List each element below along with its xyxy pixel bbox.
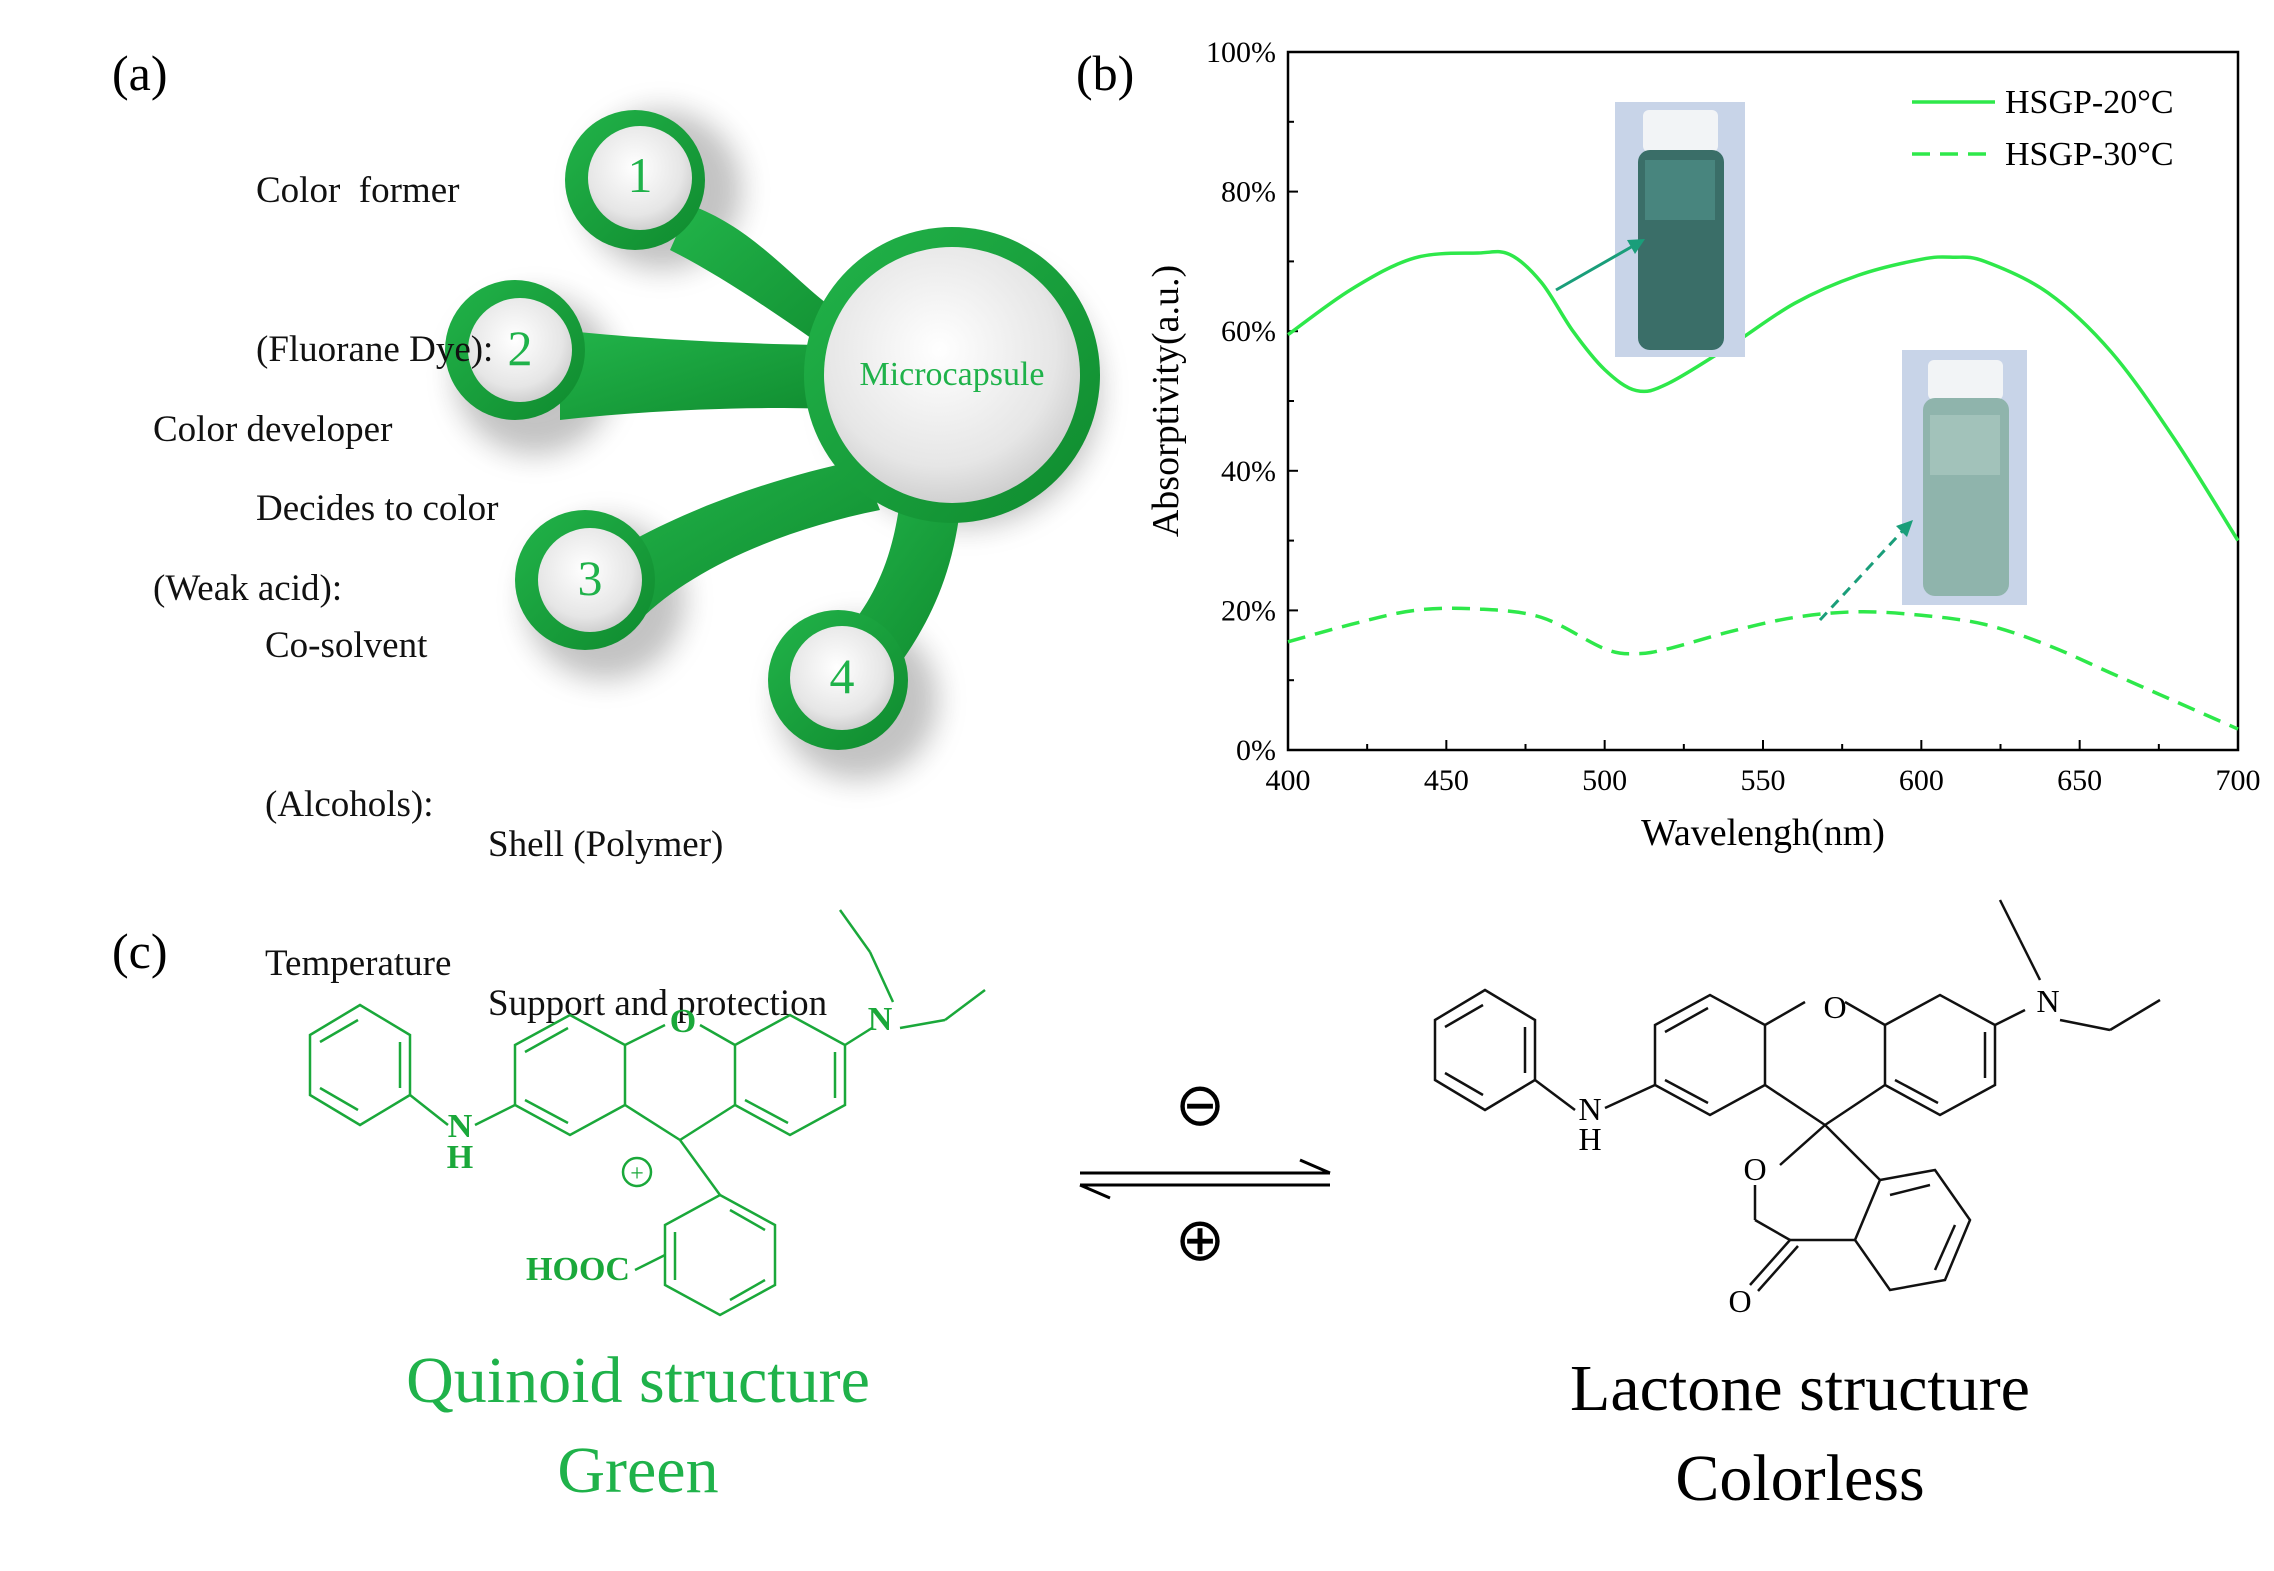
bubble-1-number: 1 [628,147,653,203]
vial-photo-30c [1902,350,2027,605]
y-tick-label: 20% [1221,594,1276,627]
panel-b-label: (b) [1076,45,1135,101]
quinoid-caption-line-1: Quinoid structure [406,1344,870,1417]
item-2-text: Color developer (Weak acid): [153,297,392,668]
vial-photo-20c [1615,102,1745,357]
quinoid-o-atom: O [670,1003,696,1040]
quinoid-cooh: HOOC [526,1251,630,1288]
panel-a-label: (a) [112,45,168,101]
y-tick-label: 60% [1221,315,1276,348]
bubble-4-number: 4 [830,648,855,704]
x-tick-label: 650 [2057,764,2102,797]
y-tick-label: 100% [1206,36,1276,69]
item-4-line-2: Support and protection [488,983,828,1024]
quinoid-caption-line-2: Green [557,1434,718,1507]
microcapsule-disc [824,247,1080,503]
lactone-o-atom: O [1823,989,1846,1025]
equilibrium-arrows [1079,1158,1331,1200]
lactone-caption-line-2: Colorless [1675,1442,1924,1515]
lactone-ring-o: O [1743,1151,1766,1187]
item-2-line-2: (Weak acid): [153,568,343,609]
absorptivity-chart: 400 450 500 550 600 650 700 0% 20% 40% 60% 80% 100% W… [1145,36,2261,854]
bubble-1-disc [588,126,692,230]
item-4-line-1: Shell (Polymer) [488,824,724,865]
panel-c-label: (c) [112,923,168,979]
x-tick-label: 700 [2216,764,2261,797]
item-1-line-1: Color former [256,170,460,211]
quinoid-n-atom: N [868,1001,893,1038]
item-4-text: Shell (Polymer) Support and protection [488,712,827,1083]
microcapsule-diagram: Microcapsule 1 2 3 4 [445,110,1100,780]
lactone-structure [1433,899,2161,1292]
series-line-1 [1286,249,2240,542]
x-tick-label: 600 [1899,764,1944,797]
legend-label-1: HSGP-20°C [2005,84,2174,121]
chart-legend: HSGP-20°C HSGP-30°C [1912,84,2174,173]
item-2-line-1: Color developer [153,409,393,450]
microcapsule-label: Microcapsule [859,356,1044,393]
item-3-text: Co-solvent (Alcohols): Temperature [265,513,451,1043]
y-axis-label: Absorptivity(a.u.) [1145,265,1187,537]
quinoid-nh-h: H [447,1139,473,1176]
chart-series [1286,249,2240,731]
lactone-nh-n: N [1578,1091,1601,1127]
arrow-20c [1555,239,1645,292]
bubble-2-number: 2 [508,320,533,376]
plus-sign: ⊕ [1175,1207,1225,1273]
x-axis-label: Wavelengh(nm) [1641,812,1885,854]
item-1-text: Color former (Fluorane Dye): Decides to … [256,58,498,588]
bubble-2-disc [468,298,572,402]
item-1-line-2: (Fluorane Dye): [256,329,494,370]
item-3-line-2: (Alcohols): [265,784,434,825]
x-tick-label: 500 [1582,764,1627,797]
legend-label-2: HSGP-30°C [2005,136,2174,173]
y-tick-label: 80% [1221,176,1276,209]
item-3-line-3: Temperature [265,943,452,984]
quinoid-structure [308,909,986,1317]
item-1-line-3: Decides to color [256,488,499,529]
x-tick-label: 400 [1266,764,1311,797]
minus-sign: ⊖ [1175,1072,1225,1138]
y-tick-label: 40% [1221,455,1276,488]
lactone-caption-line-1: Lactone structure [1570,1352,2030,1425]
x-tick-label: 450 [1424,764,1469,797]
bubble-4-disc [790,626,894,730]
lactone-nh-h: H [1578,1121,1601,1157]
quinoid-plus-charge: + [630,1161,644,1187]
lactone-n-atom: N [2036,983,2059,1019]
x-tick-label: 550 [1741,764,1786,797]
chart-axes: 400 450 500 550 600 650 700 0% 20% 40% 60% 80% 100% W… [1145,36,2261,854]
y-tick-label: 0% [1236,734,1276,767]
bubble-3-number: 3 [578,550,603,606]
reaction-scheme: O N N H + HOOC ⊖ ⊕ O N N H [308,899,2161,1515]
item-3-line-1: Co-solvent [265,625,428,666]
arrow-30c [1818,520,1913,622]
series-line-2 [1287,606,2239,731]
quinoid-nh-n: N [448,1108,473,1145]
bubble-3-disc [538,528,642,632]
lactone-carbonyl-o: O [1728,1283,1751,1319]
